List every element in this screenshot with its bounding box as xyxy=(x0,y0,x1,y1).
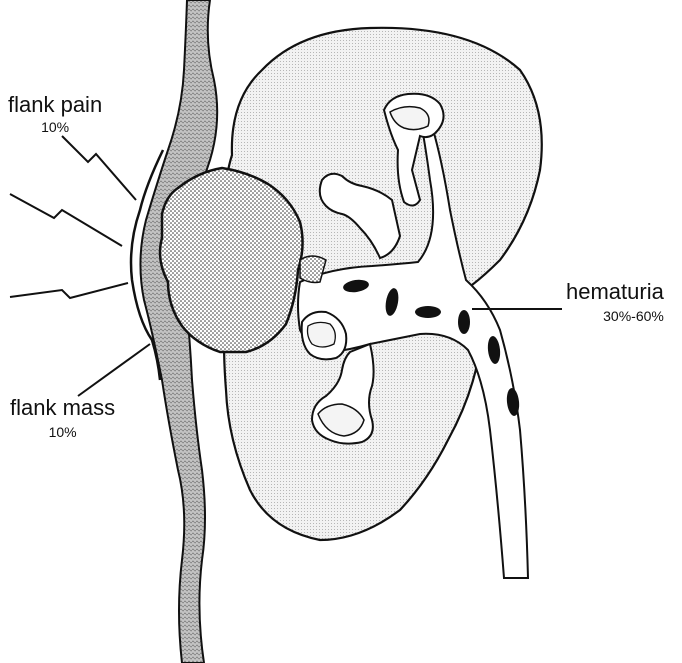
flank-pain-name: flank pain xyxy=(8,94,102,116)
hematuria-name: hematuria xyxy=(566,281,664,303)
flank-mass-label: flank mass 10% xyxy=(10,397,115,439)
pain-bolt-bottom xyxy=(10,283,128,298)
flank-mass-leader xyxy=(78,344,150,396)
hematuria-percent: 30%-60% xyxy=(566,309,664,323)
pain-bolt-top xyxy=(62,136,136,200)
lower-calyx-small-cup xyxy=(308,322,336,347)
blood-clot xyxy=(458,310,470,334)
flank-mass-percent: 10% xyxy=(10,425,115,439)
flank-pain-label: flank pain 10% xyxy=(8,94,102,134)
pain-bolt-middle xyxy=(10,194,122,246)
flank-pain-percent: 10% xyxy=(8,120,102,134)
blood-clot xyxy=(415,306,441,318)
hematuria-label: hematuria 30%-60% xyxy=(566,281,664,323)
tumor-mass xyxy=(160,168,303,352)
flank-mass-name: flank mass xyxy=(10,397,115,419)
